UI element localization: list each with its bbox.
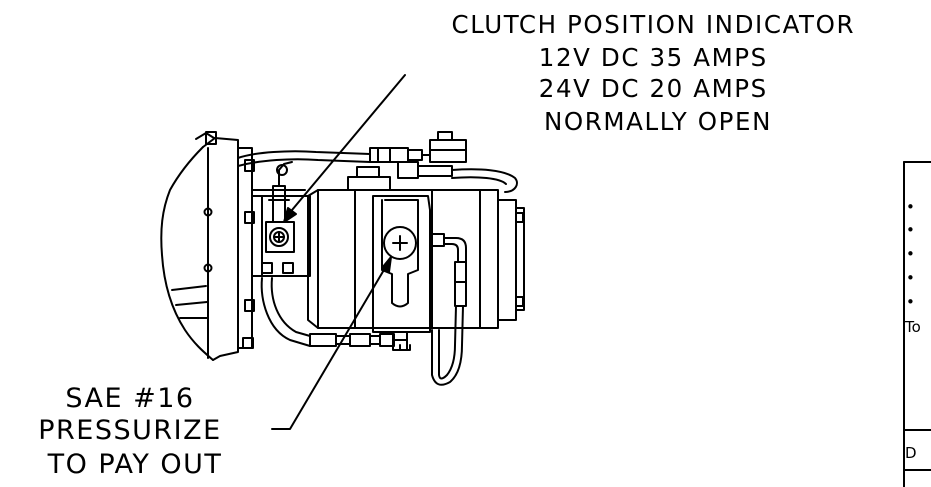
winch-drum-flange [160,131,255,361]
port-line-2: PRESSURIZE [38,415,221,446]
side-bullet-4: • [906,269,915,287]
callout-line-1: CLUTCH POSITION INDICATOR [451,10,855,39]
port-leader-line [271,262,389,430]
side-bullet-1: • [906,198,915,216]
port-line-3: TO PAY OUT [47,449,223,480]
port-line-1: SAE #16 [65,383,194,414]
bottom-hose-fittings [260,277,411,351]
side-bullet-5: • [906,293,915,311]
side-bullet-3: • [906,245,915,263]
indicator-callout: CLUTCH POSITION INDICATOR 12V DC 35 AMPS… [451,10,864,136]
callout-line-4: NORMALLY OPEN [544,107,772,136]
side-bullet-2: • [906,221,915,239]
top-hose-fittings [237,131,518,193]
side-text-to: To [904,318,921,336]
callout-line-3: 24V DC 20 AMPS [539,74,768,103]
side-panel-frame [903,161,931,487]
valve-block [372,195,431,351]
adapter-block [251,189,311,277]
port-callout: SAE #16 PRESSURIZE TO PAY OUT [38,383,232,480]
port-arrowhead [381,256,392,273]
side-text-d: D [905,444,917,462]
side-fitting-hose [429,233,467,386]
pump-body [307,166,525,329]
callout-line-2: 12V DC 35 AMPS [539,43,768,72]
clutch-position-indicator-switch [265,161,295,253]
indicator-arrowhead [283,207,297,223]
indicator-leader-line [286,74,406,217]
